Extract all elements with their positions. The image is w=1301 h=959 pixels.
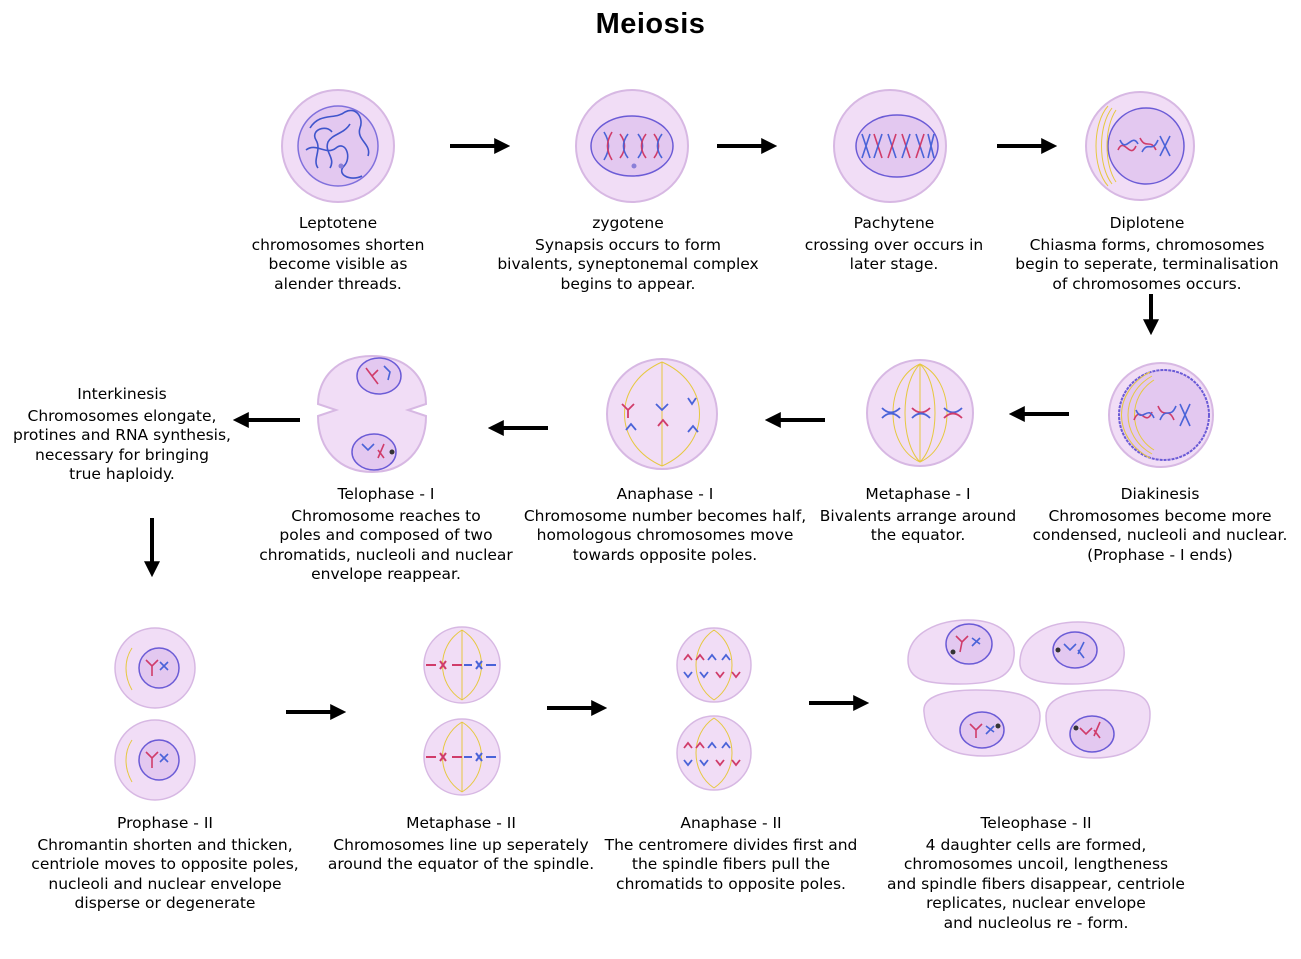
desc-line: replicates, nuclear envelope <box>926 894 1146 912</box>
stage-name: Interkinesis <box>77 385 167 403</box>
diagram-title: Meiosis <box>595 8 706 40</box>
desc-line: the equator. <box>870 526 966 544</box>
desc-line: chromatids to opposite poles. <box>616 874 846 893</box>
desc-line: begin to seperate, terminalisation <box>1015 255 1279 273</box>
stage-description: Chromosomes line up seperately around th… <box>328 836 594 875</box>
stage-description: The centromere divides first and the spi… <box>605 836 858 895</box>
caption-anaphase-2: Anaphase - II The centromere divides fir… <box>605 814 858 894</box>
stage-name: zygotene <box>592 214 664 232</box>
row1-arrows <box>450 138 1159 336</box>
caption-anaphase-1: Anaphase - I Chromosome number becomes h… <box>524 485 806 565</box>
caption-telophase-2: Teleophase - II 4 daughter cells are for… <box>887 814 1185 933</box>
metaphase-1-cell <box>866 359 974 467</box>
desc-line: nucleoli and nuclear envelope <box>48 874 282 893</box>
pachytene-cell <box>833 89 947 203</box>
diplotene-cell <box>1085 91 1195 201</box>
diakinesis-cell <box>1108 362 1214 468</box>
stage-description: Chromosome number becomes half, homologo… <box>524 507 806 566</box>
stage-description: 4 daughter cells are formed, chromosomes… <box>887 836 1185 934</box>
desc-line: poles and composed of two <box>279 526 493 544</box>
desc-line: towards opposite poles. <box>572 545 758 564</box>
caption-prophase-2: Prophase - II Chromantin shorten and thi… <box>31 814 298 914</box>
caption-telophase-1: Telophase - I Chromosome reaches to pole… <box>259 485 513 585</box>
desc-line: chromatids, nucleoli and nuclear <box>259 545 513 564</box>
desc-line: condensed, nucleoli and nuclear. <box>1032 526 1288 544</box>
desc-line: Chromosome number becomes half, <box>523 506 807 525</box>
desc-line: the spindle fibers pull the <box>631 855 831 873</box>
telophase-1-cell <box>316 354 428 474</box>
desc-line: true haploidy. <box>69 465 175 483</box>
desc-line: The centromere divides first and <box>604 835 858 854</box>
prophase-2-cells <box>114 627 196 801</box>
caption-metaphase-1: Metaphase - I Bivalents arrange around t… <box>820 485 1016 546</box>
caption-interkinesis: Interkinesis Chromosomes elongate, proti… <box>13 385 231 485</box>
desc-line: disperse or degenerate <box>74 894 256 912</box>
stage-description: Chromosomes elongate, protines and RNA s… <box>13 407 231 485</box>
stage-description: Chromosomes become more condensed, nucle… <box>1033 507 1288 566</box>
stage-description: Chromosome reaches to poles and composed… <box>259 507 513 585</box>
desc-line: alender threads. <box>274 274 402 293</box>
stage-name: Prophase - II <box>117 814 213 832</box>
stage-name: Telophase - I <box>337 485 435 503</box>
desc-line: chromosomes uncoil, lengtheness <box>903 855 1169 873</box>
anaphase-1-cell <box>606 358 718 470</box>
desc-line: envelope reappear. <box>311 565 461 583</box>
desc-line: chromosomes shorten <box>251 235 425 254</box>
stage-name: Metaphase - II <box>406 814 516 832</box>
stage-name: Diakinesis <box>1120 485 1200 503</box>
desc-line: 4 daughter cells are formed, <box>925 835 1147 854</box>
desc-line: of chromosomes occurs. <box>1052 274 1242 293</box>
zygotene-cell <box>575 89 689 203</box>
desc-line: and nucleolus re - form. <box>943 913 1129 932</box>
stage-name: Anaphase - I <box>616 485 714 503</box>
desc-line: Chiasma forms, chromosomes <box>1029 235 1265 254</box>
metaphase-2-cells <box>423 626 501 796</box>
desc-line: Chromantin shorten and thicken, <box>37 835 293 854</box>
desc-line: Chromosome reaches to <box>291 506 481 525</box>
stage-description: Chromantin shorten and thicken, centriol… <box>31 836 298 914</box>
desc-line: centriole moves to opposite poles, <box>31 855 299 873</box>
desc-line: later stage. <box>849 255 939 273</box>
stage-name: Anaphase - II <box>680 814 782 832</box>
desc-line: begins to appear. <box>560 274 696 293</box>
desc-line: Synapsis occurs to form <box>535 235 721 254</box>
anaphase-2-cells <box>676 627 752 791</box>
stage-description: Bivalents arrange around the equator. <box>820 507 1016 546</box>
desc-line: necessary for bringing <box>35 445 209 464</box>
stage-description: chromosomes shorten become visible as al… <box>252 236 425 295</box>
stage-description: Chiasma forms, chromosomes begin to sepe… <box>1015 236 1278 295</box>
stage-description: Synapsis occurs to form bivalents, synep… <box>497 236 758 295</box>
telophase-2-cells <box>907 619 1151 759</box>
stage-name: Metaphase - I <box>865 485 971 503</box>
stage-name: Diplotene <box>1109 214 1185 232</box>
desc-line: Bivalents arrange around <box>819 506 1017 525</box>
caption-pachytene: Pachytene crossing over occurs in later … <box>805 214 983 275</box>
stage-name: Leptotene <box>298 214 378 232</box>
desc-line: around the equator of the spindle. <box>327 855 595 873</box>
desc-line: protines and RNA synthesis, <box>13 426 231 444</box>
caption-metaphase-2: Metaphase - II Chromosomes line up seper… <box>328 814 594 875</box>
desc-line: Chromosomes become more <box>1048 506 1272 525</box>
desc-line: become visible as <box>268 255 408 273</box>
caption-zygotene: zygotene Synapsis occurs to form bivalen… <box>497 214 758 294</box>
desc-line: (Prophase - I ends) <box>1087 545 1233 564</box>
desc-line: homologous chromosomes move <box>536 526 794 544</box>
row3-arrows <box>286 695 870 720</box>
desc-line: bivalents, syneptonemal complex <box>497 255 759 273</box>
caption-diakinesis: Diakinesis Chromosomes become more conde… <box>1033 485 1288 565</box>
desc-line: and spindle fibers disappear, centriole <box>887 874 1185 893</box>
row2-arrows <box>144 406 1069 578</box>
stage-name: Pachytene <box>853 214 935 232</box>
desc-line: Chromosomes line up seperately <box>333 835 589 854</box>
desc-line: crossing over occurs in <box>804 235 984 254</box>
stage-description: crossing over occurs in later stage. <box>805 236 983 275</box>
caption-leptotene: Leptotene chromosomes shorten become vis… <box>252 214 425 294</box>
desc-line: Chromosomes elongate, <box>27 406 217 425</box>
caption-diplotene: Diplotene Chiasma forms, chromosomes beg… <box>1015 214 1278 294</box>
leptotene-cell <box>281 89 395 203</box>
stage-name: Teleophase - II <box>980 814 1092 832</box>
